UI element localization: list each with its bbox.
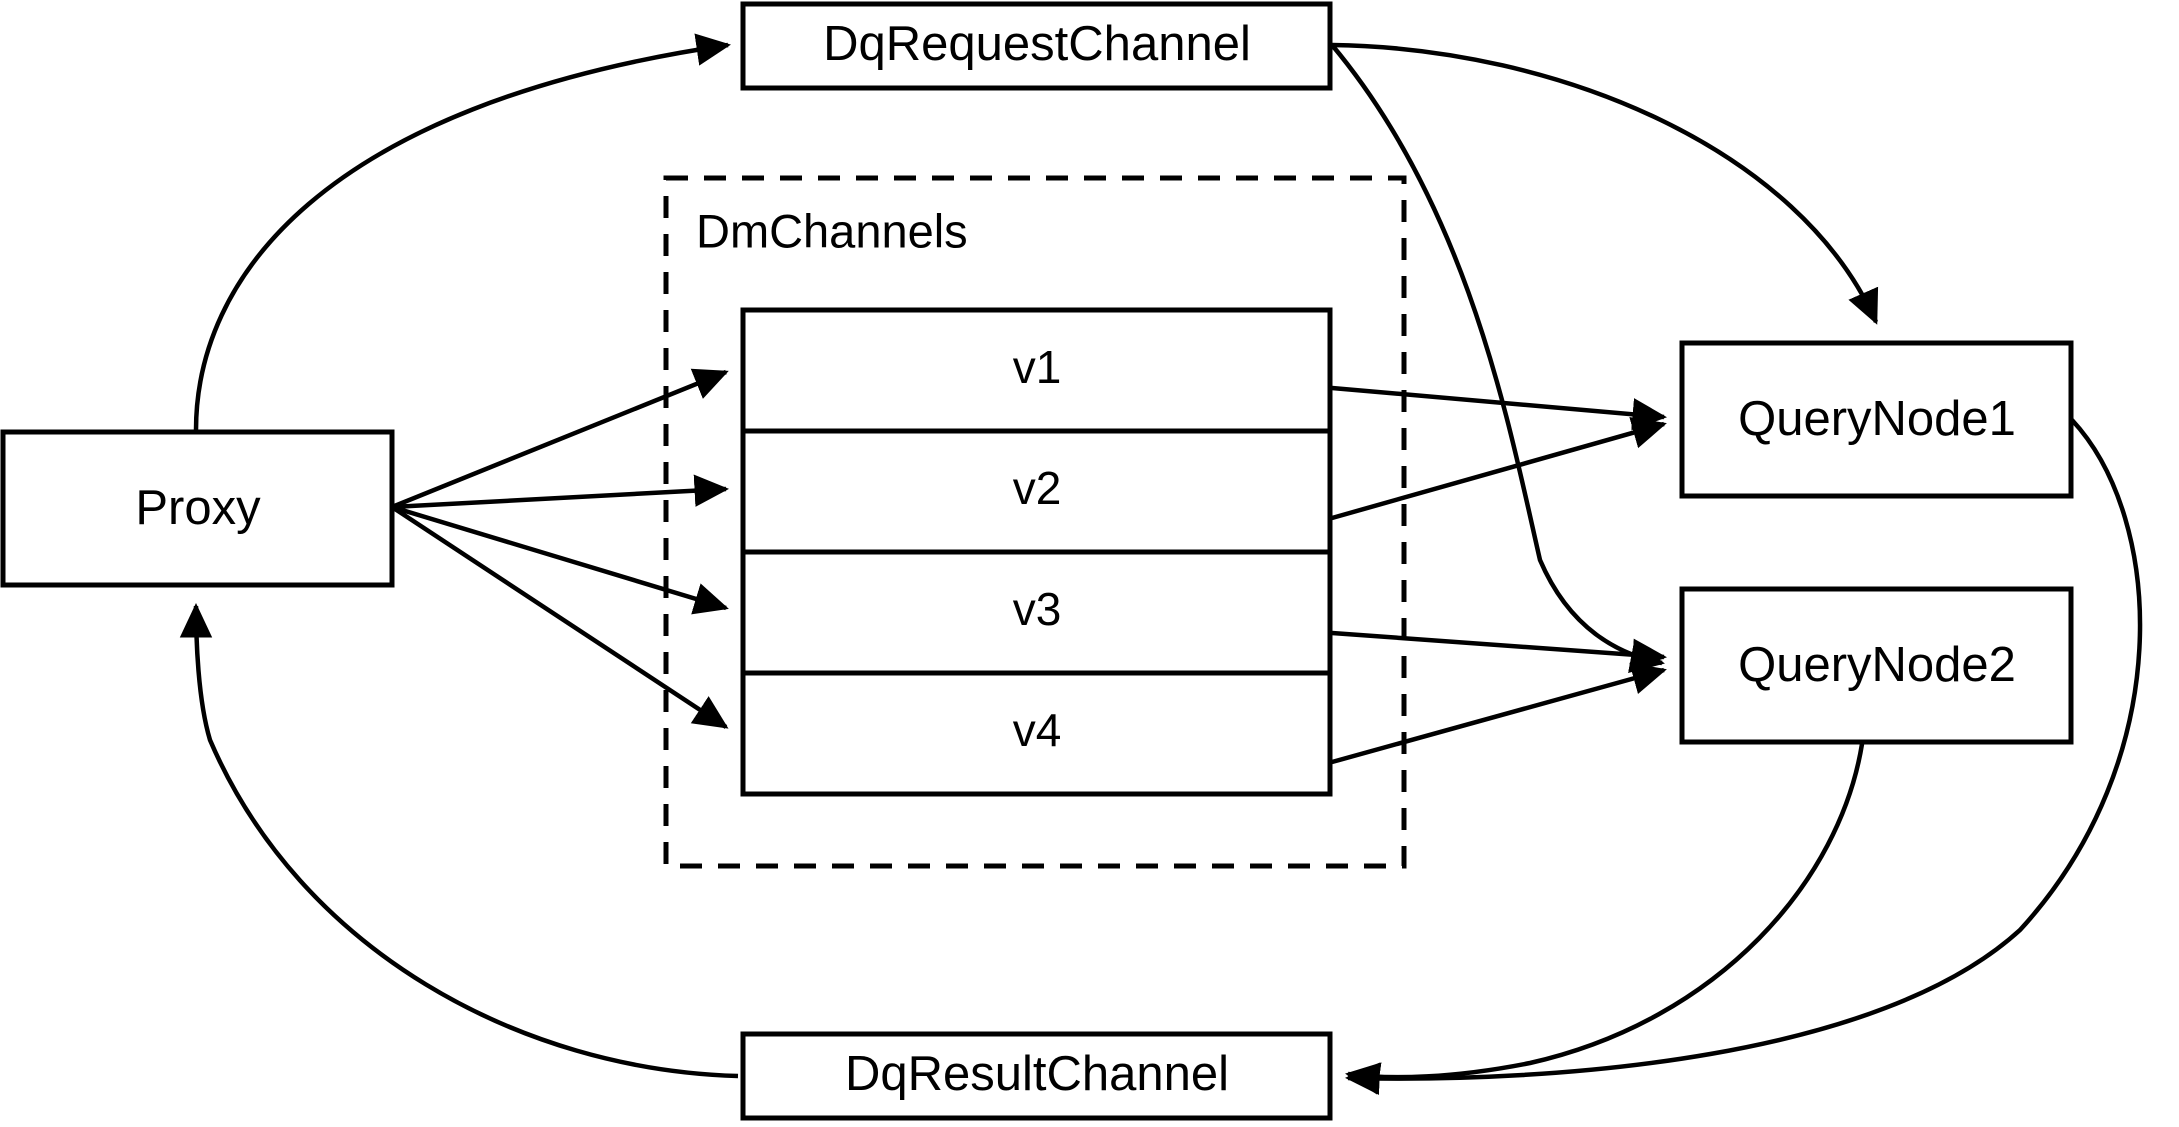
node-dqrequestchannel-label: DqRequestChannel [823,17,1251,71]
edge-dqrequestchannel-to-querynode2 [1330,43,1665,674]
node-querynode2-label: QueryNode2 [1738,638,2016,692]
node-dqrequestchannel-box[interactable] [740,1,1333,91]
edge-v1-to-querynode1 [1331,385,1667,431]
edge-v4-to-querynode2 [1331,662,1667,765]
edge-querynode1-to-dqresultchannel [1345,418,2143,1095]
edge-dqrequestchannel-to-querynode1 [1331,42,1879,325]
vchannel-row-v2[interactable]: v2 [1013,462,1062,514]
vchannel-row-v1[interactable]: v1 [1013,341,1062,393]
dmchannels-group-box [663,175,1407,869]
edge-proxy-to-v2 [391,474,729,510]
vchannel-row-v3[interactable]: v3 [1013,583,1062,635]
edge-v3-to-querynode2 [1331,630,1667,671]
node-dqresultchannel-box[interactable] [740,1031,1333,1121]
edge-proxy-to-dqrequestchannel [193,33,731,431]
edge-querynode2-to-dqresultchannel [1345,743,1865,1095]
edge-proxy-to-v1 [391,368,729,510]
edge-dqresultchannel-to-proxy [179,603,739,1079]
node-querynode2-box[interactable] [1679,586,2074,745]
vchannel-row-v4[interactable]: v4 [1013,704,1062,756]
edge-v2-to-querynode1 [1331,416,1667,521]
node-dqresultchannel-label: DqResultChannel [845,1047,1229,1101]
edge-proxy-to-v3 [391,504,729,615]
dmchannels-group-label: DmChannels [696,204,968,257]
node-querynode1-label: QueryNode1 [1738,392,2016,446]
node-proxy-box[interactable] [0,429,395,588]
edge-proxy-to-v4 [390,505,729,729]
node-querynode1-box[interactable] [1679,340,2074,499]
node-proxy-label: Proxy [135,481,261,535]
